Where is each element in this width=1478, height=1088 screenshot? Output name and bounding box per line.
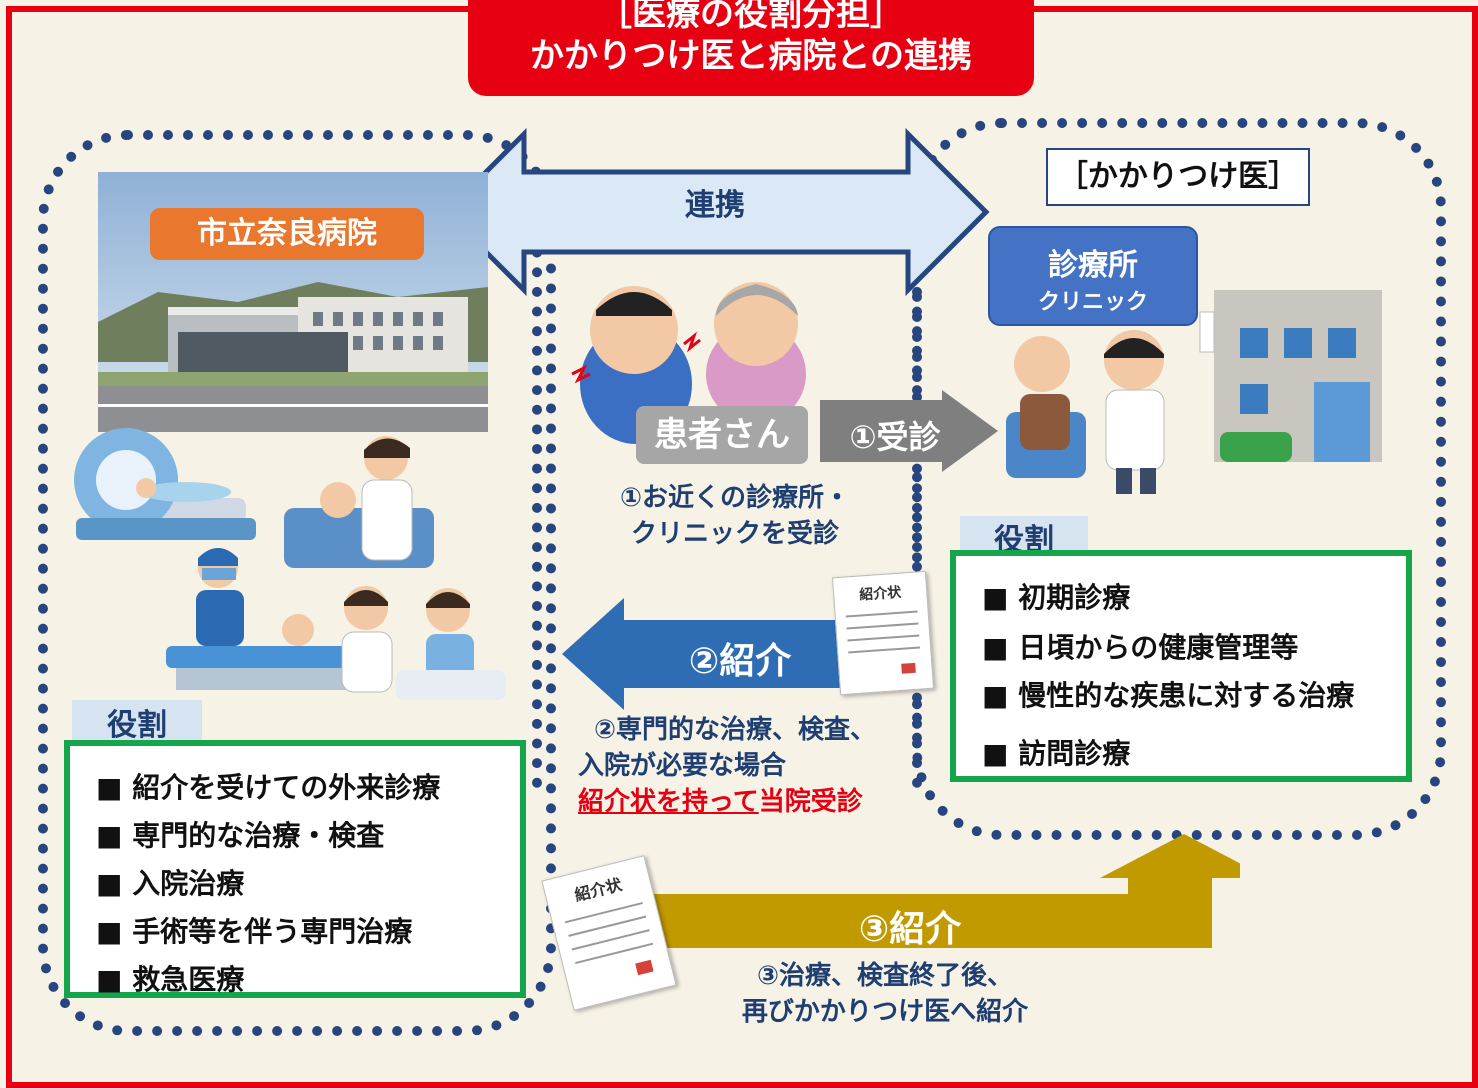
clinic-role-item: ■ 初期診療 bbox=[982, 581, 1131, 614]
clinic-illustration bbox=[1006, 290, 1382, 494]
clinic-label-line2: クリニック bbox=[1037, 290, 1148, 315]
step3-arrow bbox=[600, 834, 1240, 948]
clinic-label: 診療所 クリニック bbox=[988, 226, 1198, 326]
hospital-role-item: ■ 紹介を受けての外来診療 bbox=[96, 771, 441, 804]
step2-text-line1: ②専門的な治療、検査、 bbox=[593, 715, 876, 745]
step1-arrow-label: ①受診 bbox=[849, 418, 941, 456]
referral-letter-icon: 紹介状 bbox=[831, 570, 935, 696]
step2-text-rest: 当院受診 bbox=[758, 787, 863, 817]
hospital-photo bbox=[98, 172, 488, 432]
referral-letter-title: 紹介状 bbox=[858, 584, 902, 604]
clinic-region bbox=[912, 118, 1446, 840]
link-label: 連携 bbox=[685, 188, 745, 223]
step1-text: ①お近くの診療所・ クリニックを受診 bbox=[580, 480, 890, 552]
step2-text-line2: 入院が必要な場合 bbox=[578, 751, 787, 781]
step2-arrow bbox=[562, 598, 850, 710]
hospital-role-box: ■ 紹介を受けての外来診療 ■ 専門的な治療・検査 ■ 入院治療 ■ 手術等を伴… bbox=[64, 740, 526, 998]
step3-text: ③治療、検査終了後、 再びかかりつけ医へ紹介 bbox=[720, 958, 1050, 1030]
clinic-role-item: ■ 訪問診療 bbox=[982, 737, 1131, 770]
step1-text-line1: ①お近くの診療所・ bbox=[619, 483, 850, 513]
hospital-region bbox=[38, 130, 556, 1036]
hospital-name-label: 市立奈良病院 bbox=[150, 208, 424, 260]
step1-arrow bbox=[820, 390, 998, 472]
patients-illustration bbox=[571, 282, 806, 444]
link-double-arrow bbox=[442, 128, 990, 296]
step3-text-line2: 再びかかりつけ医へ紹介 bbox=[741, 997, 1029, 1027]
clinic-role-item: ■ 慢性的な疾患に対する治療 bbox=[982, 679, 1355, 712]
hospital-role-item: ■ 入院治療 bbox=[96, 867, 245, 900]
step3-arrow-label: ③紹介 bbox=[858, 909, 962, 950]
step2-arrow-label: ②紹介 bbox=[688, 641, 792, 682]
clinic-role-item: ■ 日頃からの健康管理等 bbox=[982, 631, 1299, 664]
title-line1: ［医療の役割分担］ bbox=[598, 0, 904, 34]
step1-text-line2: クリニックを受診 bbox=[630, 519, 839, 549]
title-line2: かかりつけ医と病院との連携 bbox=[530, 36, 972, 76]
hospital-role-item: ■ 手術等を伴う専門治療 bbox=[96, 915, 413, 948]
hospital-role-item: ■ 専門的な治療・検査 bbox=[96, 819, 385, 852]
title-banner: ［医療の役割分担］ かかりつけ医と病院との連携 bbox=[468, 0, 1034, 96]
hospital-care-illustrations bbox=[74, 428, 506, 700]
step2-text: ②専門的な治療、検査、 入院が必要な場合 紹介状を持って当院受診 bbox=[570, 712, 900, 820]
step2-text-line3: 紹介状を持って当院受診 bbox=[570, 784, 900, 820]
clinic-label-line1: 診療所 bbox=[1048, 248, 1138, 283]
step3-text-line1: ③治療、検査終了後、 bbox=[756, 961, 1013, 991]
clinic-header: ［かかりつけ医］ bbox=[1046, 148, 1310, 206]
step2-text-underlined: 紹介状を持って bbox=[578, 787, 759, 817]
clinic-role-box: ■ 初期診療 ■ 日頃からの健康管理等 ■ 慢性的な疾患に対する治療 ■ 訪問診… bbox=[950, 550, 1412, 782]
hospital-role-item: ■ 救急医療 bbox=[96, 963, 245, 996]
patient-label: 患者さん bbox=[636, 406, 808, 464]
